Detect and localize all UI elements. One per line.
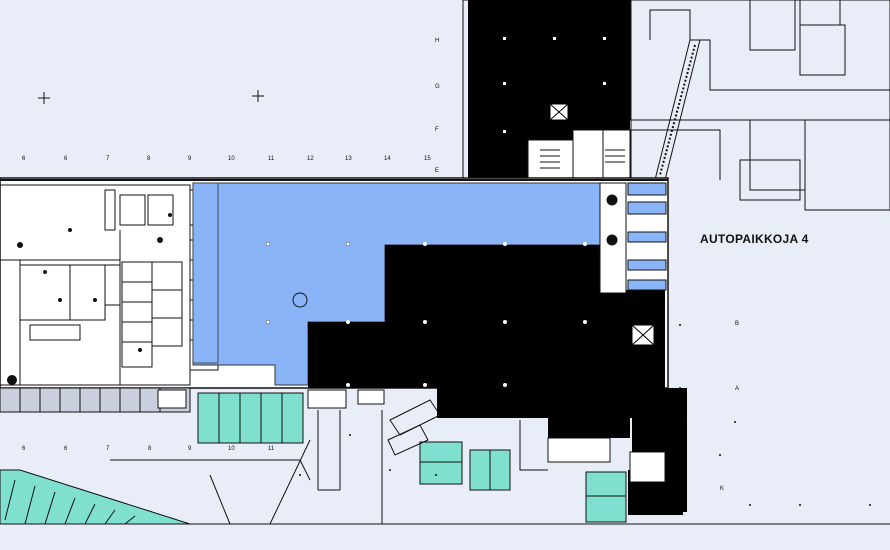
svg-text:13: 13 [345,156,352,162]
parking-area-label: AUTOPAIKKOJA 4 [700,232,809,246]
parking-spaces-bottom [197,392,627,523]
ramp-stripes [659,44,696,176]
svg-text:7: 7 [106,156,110,162]
marker-circle [292,292,308,308]
svg-text:10: 10 [228,446,235,452]
svg-text:12: 12 [307,156,314,162]
bottom-facade [0,387,385,413]
elevator-icon [549,103,569,121]
svg-text:11: 11 [268,446,275,452]
grid-row-letters: H G F E B A K [435,38,739,492]
blue-side-strip [192,182,219,364]
svg-text:10: 10 [228,156,235,162]
svg-text:14: 14 [384,156,391,162]
svg-text:A: A [735,386,739,392]
svg-text:8: 8 [148,446,152,452]
column-dots-blue [265,241,351,325]
occupied-top-white-marks [503,37,606,133]
svg-text:F: F [435,127,439,133]
crosshair-icon [38,90,264,104]
svg-text:6: 6 [22,156,26,162]
svg-text:K: K [720,486,724,492]
svg-text:G: G [435,84,440,90]
parking-rows-interior [627,182,667,291]
lower-right-annex [629,451,666,483]
svg-text:6: 6 [22,446,26,452]
occupied-area-lower-right [548,388,630,438]
lower-center-building [547,437,611,463]
svg-text:6: 6 [64,156,68,162]
svg-text:6: 6 [64,446,68,452]
svg-text:9: 9 [188,446,192,452]
grid-column-numbers-bottom: 6 6 7 8 9 10 11 [22,446,275,452]
occupied-area-main [308,245,665,388]
svg-text:15: 15 [424,156,431,162]
svg-text:9: 9 [188,156,192,162]
road-lines [110,399,548,525]
elevator-icon [631,324,655,346]
svg-text:B: B [735,321,739,327]
svg-text:H: H [435,38,439,44]
stairs-icon [599,182,627,294]
svg-text:E: E [435,168,439,174]
svg-text:8: 8 [147,156,151,162]
svg-text:7: 7 [106,446,110,452]
grid-column-numbers-top: 6 6 7 8 9 10 11 12 13 14 15 [22,156,431,162]
survey-dots [299,324,871,506]
column-dots [346,242,587,387]
svg-text:11: 11 [268,156,275,162]
